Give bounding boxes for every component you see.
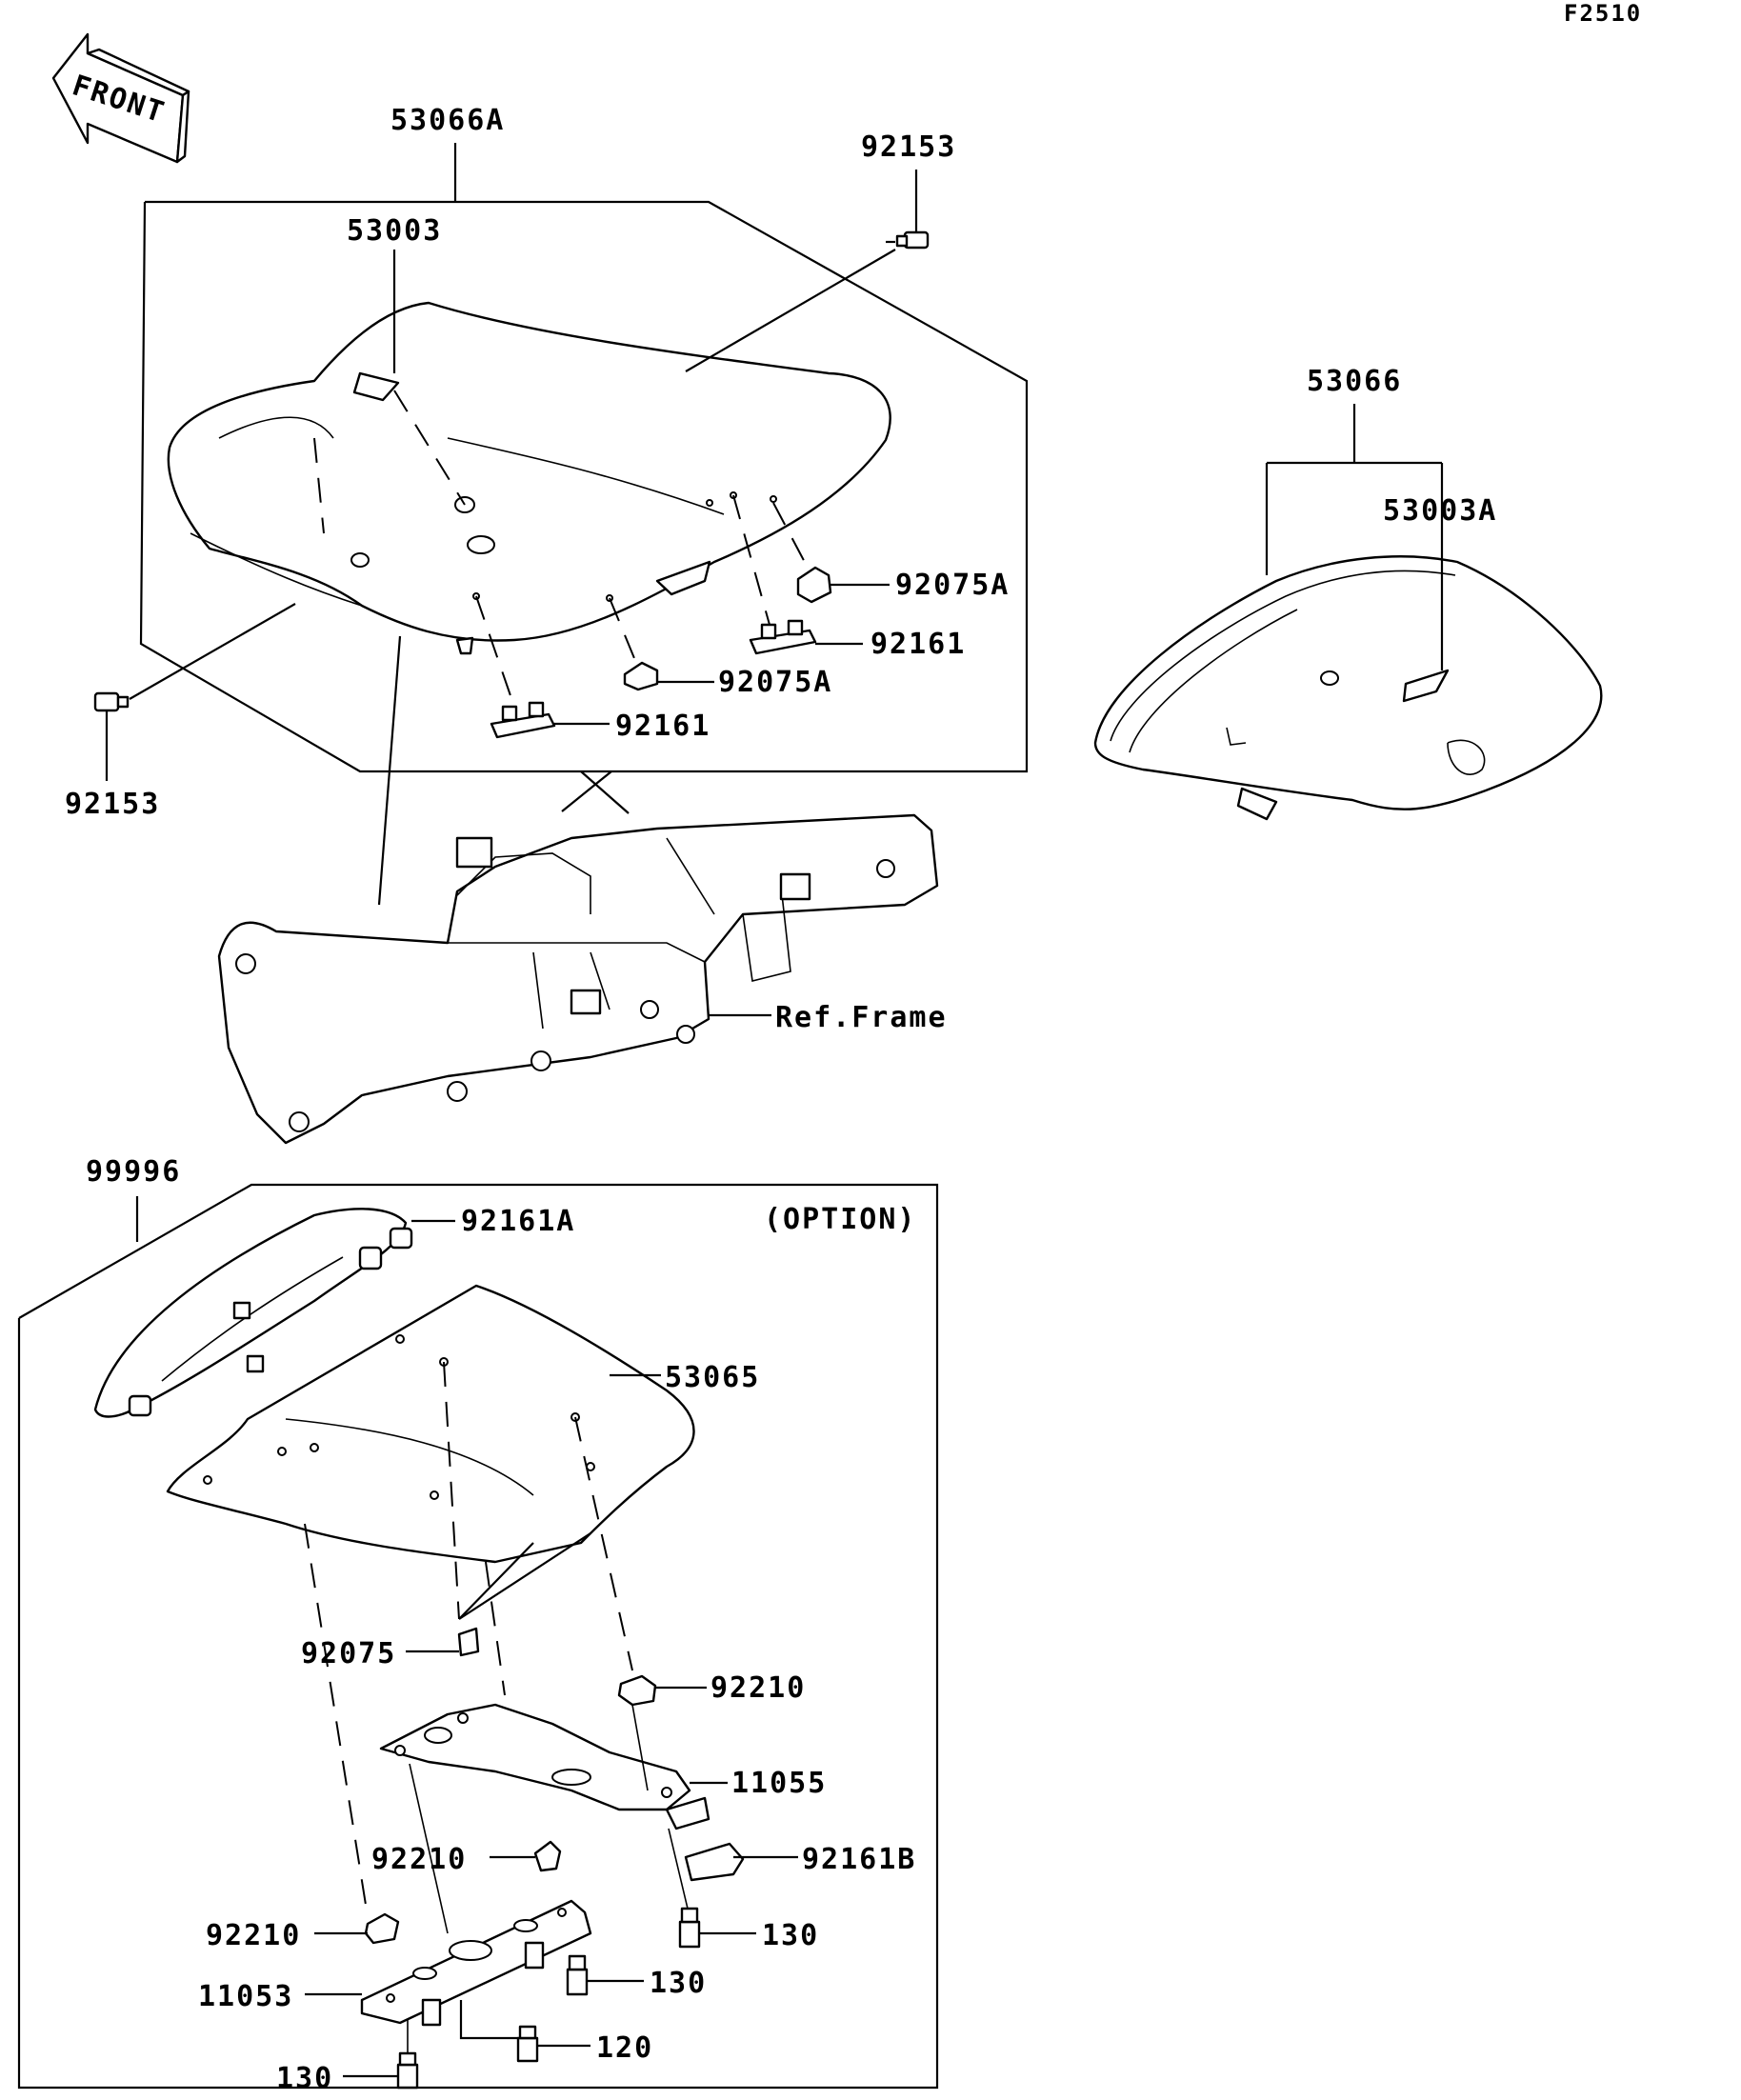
option-label: (OPTION)	[764, 1203, 917, 1236]
option-group: 99996 (OPTION) 92161A	[17, 1155, 939, 2095]
label-53066A: 53066A	[390, 104, 505, 137]
label-92161-lower: 92161	[615, 710, 710, 743]
label-130-a: 130	[762, 1919, 819, 1952]
damper-92161-lower	[490, 701, 556, 739]
label-99996: 99996	[86, 1155, 181, 1189]
nut-92210-b	[533, 1840, 562, 1872]
nut-92210-a	[617, 1674, 657, 1707]
bolt-130-b	[566, 1954, 589, 1996]
label-11053: 11053	[198, 1980, 293, 2013]
frame-label: Ref.Frame	[775, 1001, 948, 1034]
label-120: 120	[596, 2031, 653, 2065]
frame-ref	[217, 813, 939, 1145]
clip-92075A-lower	[623, 661, 659, 691]
nut-92210-c	[364, 1912, 400, 1945]
label-11055: 11055	[731, 1767, 827, 1800]
seat-assembly-group: 53066A 53003	[65, 104, 1029, 821]
label-92075A-upper: 92075A	[895, 569, 1010, 602]
label-92075: 92075	[301, 1637, 396, 1670]
clip-92075A-upper	[796, 566, 832, 604]
label-92210-c: 92210	[206, 1919, 301, 1952]
label-92210-b: 92210	[371, 1843, 467, 1876]
diagram-id: F2510	[1564, 0, 1642, 27]
label-130-c: 130	[276, 2062, 333, 2095]
seat-cowl-53003A	[1093, 555, 1603, 821]
label-53003: 53003	[347, 214, 442, 248]
pad-92161B	[665, 1796, 745, 1882]
label-92161B: 92161B	[802, 1843, 916, 1876]
label-53065: 53065	[665, 1361, 760, 1394]
bolt-130-c	[396, 2051, 419, 2090]
label-92153-left: 92153	[65, 788, 160, 821]
bracket-11053	[360, 1899, 592, 2027]
front-arrow-icon: FRONT	[51, 32, 190, 164]
bolt-92153-top	[886, 230, 930, 250]
seat-cover-group: 53066 53003A	[1093, 365, 1603, 821]
label-92161-upper: 92161	[870, 628, 966, 661]
label-92210-a: 92210	[710, 1671, 806, 1705]
label-92161A: 92161A	[461, 1205, 575, 1238]
label-92075A-lower: 92075A	[718, 666, 832, 699]
clip-92075	[457, 1627, 480, 1657]
damper-92161-upper	[749, 619, 817, 655]
label-130-b: 130	[650, 1967, 707, 2000]
label-53003A: 53003A	[1383, 494, 1497, 528]
bolt-120	[516, 2025, 539, 2063]
label-53066: 53066	[1307, 365, 1402, 398]
bolt-92153-left	[93, 691, 130, 712]
bracket-11055	[379, 1703, 691, 1811]
label-92153-top: 92153	[861, 130, 956, 164]
seat-53003	[167, 301, 891, 655]
bolt-130-a	[678, 1907, 701, 1949]
grab-rail-92161A	[93, 1208, 413, 1418]
